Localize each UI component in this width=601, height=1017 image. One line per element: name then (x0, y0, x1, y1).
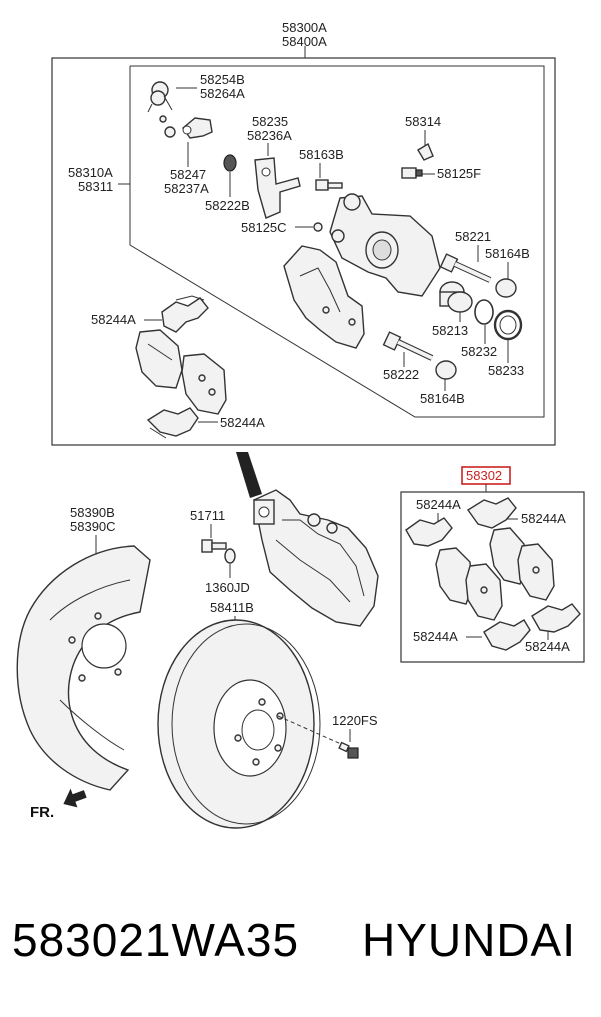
label-bolt-caliper: 51711 (190, 508, 225, 523)
label-disc: 58411B (210, 600, 254, 615)
label-bolt-a: 58163B (299, 147, 344, 162)
dust-shield-part (16, 545, 151, 791)
carrier-part (283, 245, 365, 349)
label-pad-clip-bottom: 58244A (220, 415, 265, 430)
label-dust-boot: 58233 (488, 363, 524, 378)
label-boot-b: 58164B (485, 246, 530, 261)
label-bleeder: 58125F (437, 166, 481, 181)
guide-pin-a-part (439, 253, 492, 283)
brake-disc-part (157, 619, 321, 829)
kit-clip-br-part (531, 603, 581, 633)
pad-kit-frame (400, 491, 585, 663)
label-spring-2: 58264A (200, 86, 245, 101)
label-assy-top-1: 58300A (282, 20, 327, 35)
assembly-frame (51, 57, 556, 446)
screw-guide-line (277, 715, 351, 749)
label-assy-top-2: 58400A (282, 34, 327, 49)
bleeder-cap-part (417, 142, 434, 161)
label-screw: 1220FS (332, 713, 378, 728)
label-clip-2: 58237A (164, 181, 209, 196)
boot-c-part (435, 360, 457, 380)
brake-pad-outer-part (181, 353, 227, 415)
dust-boot-part (493, 309, 523, 341)
caliper-bolt-part (201, 539, 227, 553)
label-kit-clip-bl: 58244A (413, 629, 458, 644)
bracket-part (254, 157, 301, 219)
seal-part (474, 299, 494, 325)
bolt-part (315, 179, 343, 191)
label-kit-clip-tl: 58244A (416, 497, 461, 512)
label-clip-1: 58247 (170, 167, 206, 182)
label-bracket-2: 58236A (247, 128, 292, 143)
guide-pin-b-part (382, 331, 434, 361)
kit-pad-2-part (465, 563, 503, 621)
label-guide-pin-a: 58221 (455, 229, 491, 244)
label-front: FR. (30, 804, 54, 821)
caliper-subframe (129, 65, 545, 418)
clip-part (164, 117, 213, 139)
label-boot-c: 58164B (420, 391, 465, 406)
label-caliper-2: 58311 (78, 179, 113, 194)
label-pad-kit: 58302 (466, 468, 502, 483)
boot-b-part (495, 278, 517, 298)
kit-clip-tl-part (405, 517, 453, 547)
footer-part-number: 583021WA35 (12, 914, 300, 966)
label-guide-pin-b: 58222 (383, 367, 419, 382)
kit-pad-4-part (517, 543, 555, 601)
label-shield-1: 58390B (70, 505, 115, 520)
kit-clip-tr-part (466, 497, 517, 529)
label-spring-1: 58254B (200, 72, 245, 87)
installed-caliper-part (253, 489, 379, 627)
label-washer: 1360JD (205, 580, 250, 595)
pointer-arrow (236, 452, 262, 498)
label-kit-clip-tr: 58244A (521, 511, 566, 526)
label-pad-clip-top: 58244A (91, 312, 136, 327)
label-boot-a: 58222B (205, 198, 250, 213)
kit-pad-1-part (435, 547, 473, 605)
boot-part (223, 154, 237, 172)
pad-clip-bottom-part (146, 407, 199, 439)
front-arrow-icon (63, 788, 87, 808)
label-seal: 58232 (461, 344, 497, 359)
spring-part (147, 81, 173, 123)
caliper-housing-part (329, 193, 441, 297)
pad-clip-top-part (161, 295, 209, 333)
washer-part (224, 548, 236, 564)
kit-clip-bl-part (483, 619, 531, 651)
bleeder-part (401, 167, 423, 179)
label-caliper-1: 58310A (68, 165, 113, 180)
label-kit-clip-br: 58244A (525, 639, 570, 654)
label-bleeder-c: 58125C (241, 220, 287, 235)
label-bleeder-cap: 58314 (405, 114, 441, 129)
label-shield-2: 58390C (70, 519, 116, 534)
small-bleeder-part (313, 222, 323, 232)
label-piston: 58213 (432, 323, 468, 338)
footer-brand: HYUNDAI (362, 914, 577, 966)
piston-part (439, 281, 473, 313)
screw-part (338, 741, 359, 759)
kit-pad-3-part (489, 527, 527, 585)
brake-pad-inner-part (135, 329, 183, 389)
label-bracket-1: 58235 (252, 114, 288, 129)
